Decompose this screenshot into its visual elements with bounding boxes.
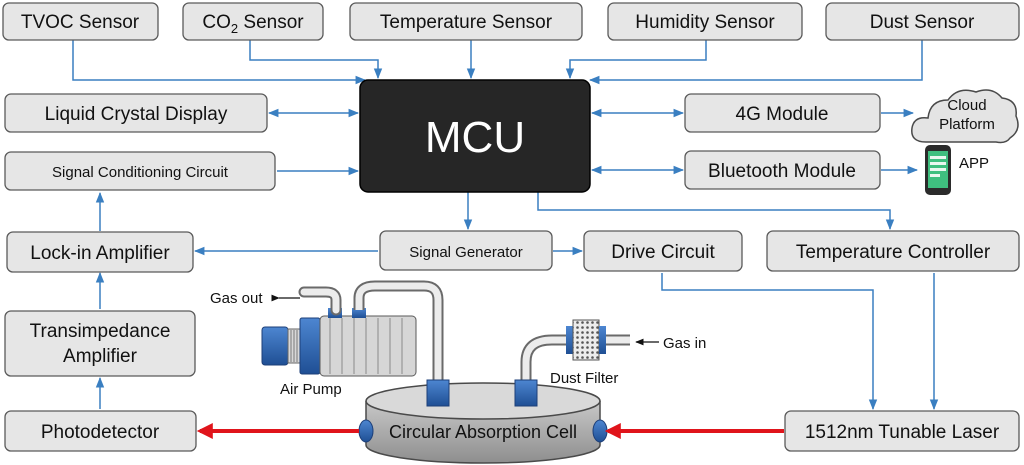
mcu-label: MCU: [425, 113, 525, 162]
dust-to-mcu-line: [588, 40, 923, 85]
humidity-to-mcu-line: [565, 40, 707, 80]
humidity-sensor-block: Humidity Sensor: [607, 2, 803, 41]
smartphone-icon: [925, 145, 951, 195]
temperature-sensor-block: Temperature Sensor: [349, 2, 583, 41]
signal-conditioning-block: Signal Conditioning Circuit: [4, 151, 276, 191]
4g-module-block: 4G Module: [684, 93, 881, 133]
absorption-cell-label: Circular Absorption Cell: [389, 422, 577, 442]
mcu-to-temp-ctrl-line: [537, 192, 895, 231]
air-pump-label: Air Pump: [280, 381, 342, 398]
drive-to-laser-line: [661, 273, 878, 411]
co2-sensor-block: CO2 Sensor: [182, 2, 324, 41]
drive-circuit-block: Drive Circuit: [583, 230, 743, 272]
mcu-block: MCU: [359, 79, 591, 193]
bluetooth-module-block: Bluetooth Module: [684, 150, 881, 190]
transimpedance-label-line1: Transimpedance: [30, 321, 171, 342]
lcd-block: Liquid Crystal Display: [4, 93, 268, 133]
tunable-laser-label: 1512nm Tunable Laser: [805, 422, 1000, 443]
tvoc-to-mcu-line: [72, 40, 367, 85]
lockin-amplifier-label: Lock-in Amplifier: [30, 243, 170, 264]
tvoc-sensor-label: TVOC Sensor: [21, 12, 140, 33]
photodetector-block: Photodetector: [4, 410, 197, 452]
co2-to-mcu-line: [249, 40, 383, 80]
cloud-label-line2: Platform: [939, 116, 995, 133]
absorption-cell: Circular Absorption Cell: [358, 379, 608, 464]
cloud-label-line1: Cloud: [947, 97, 986, 114]
tunable-laser-block: 1512nm Tunable Laser: [784, 410, 1020, 452]
lockin-amplifier-block: Lock-in Amplifier: [6, 231, 194, 273]
co2-sensor-label: CO2 Sensor: [202, 12, 304, 36]
dust-sensor-block: Dust Sensor: [825, 2, 1020, 41]
temperature-sensor-label: Temperature Sensor: [380, 12, 553, 33]
temperature-controller-label: Temperature Controller: [796, 242, 991, 263]
tvoc-sensor-block: TVOC Sensor: [2, 2, 159, 41]
transimpedance-label-line2: Amplifier: [63, 346, 138, 367]
cloud-icon: Cloud Platform: [911, 89, 1019, 144]
app-label: APP: [959, 155, 989, 172]
air-pump-icon: [261, 308, 417, 377]
drive-circuit-label: Drive Circuit: [611, 242, 715, 263]
gas-in-label: Gas in: [663, 335, 706, 352]
connectors: [72, 40, 939, 411]
transimpedance-amplifier-block: Transimpedance Amplifier: [4, 310, 196, 377]
4g-module-label: 4G Module: [736, 104, 829, 125]
photodetector-label: Photodetector: [41, 422, 160, 443]
signal-generator-label: Signal Generator: [409, 244, 522, 261]
gas-out-label: Gas out: [210, 290, 263, 307]
bluetooth-module-label: Bluetooth Module: [708, 161, 856, 182]
signal-generator-block: Signal Generator: [379, 230, 553, 271]
signal-conditioning-label: Signal Conditioning Circuit: [52, 164, 229, 181]
humidity-sensor-label: Humidity Sensor: [635, 12, 775, 33]
dust-filter-icon: [566, 319, 606, 361]
temperature-controller-block: Temperature Controller: [766, 230, 1020, 272]
lcd-label: Liquid Crystal Display: [45, 104, 228, 125]
dust-filter-label: Dust Filter: [550, 370, 618, 387]
dust-sensor-label: Dust Sensor: [870, 12, 975, 33]
